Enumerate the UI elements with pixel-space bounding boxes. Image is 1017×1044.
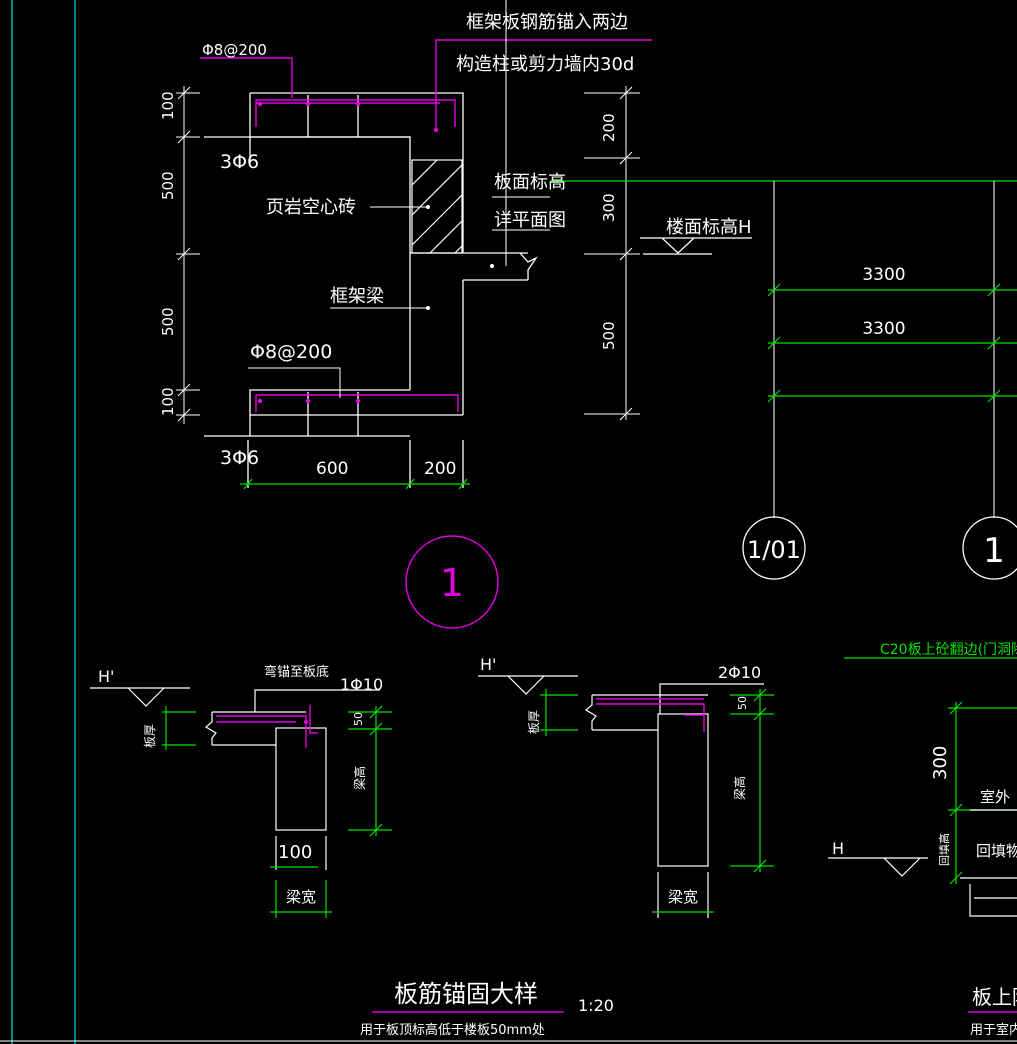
detail-2-title-block: 板筋锚固大样 1:20 用于板顶标高低于楼板50mm处 — [360, 980, 614, 1038]
dim-left-100-top: 100 — [159, 91, 177, 120]
detail-2-scale: 1:20 — [578, 996, 614, 1015]
dim-50-a: 50 — [352, 712, 365, 726]
backfill-height: 回填高 — [937, 833, 951, 866]
dim-left-500-bottom: 500 — [159, 307, 177, 336]
beam-height-a: 梁高 — [352, 766, 367, 790]
bars-label-top: 3Φ6 — [220, 151, 259, 173]
detail-1-section: 框架板钢筋锚入两边 构造柱或剪力墙内30d Φ8@200 3Φ6 页岩空心砖 板… — [159, 0, 1017, 629]
outdoor-label: 室外 — [980, 788, 1010, 806]
dim-bottom-600: 600 — [316, 459, 348, 479]
rebar-label-a: 1Φ10 — [340, 675, 383, 694]
beam-label: 框架梁 — [330, 286, 384, 307]
slab-thickness-a: 板厚 — [143, 724, 157, 748]
beam-width-b: 梁宽 — [668, 888, 698, 906]
rebar-label-bottom: Φ8@200 — [250, 341, 332, 363]
slab-elevation-label: 板面标高 — [494, 172, 566, 193]
rebar-label-top: Φ8@200 — [202, 41, 267, 59]
dim-50-b: 50 — [736, 696, 749, 710]
rebar-dots — [257, 101, 439, 404]
dim-chain-left — [176, 86, 200, 424]
grid-dim-1: 3300 — [862, 265, 905, 285]
dim-right-300: 300 — [600, 193, 618, 222]
dim-left-100-bottom: 100 — [159, 387, 177, 416]
backfill-label: 回填物 — [976, 842, 1017, 860]
brick-label: 页岩空心砖 — [266, 197, 356, 218]
detail-2b: H' 板厚 2Φ10 50 梁高 梁宽 — [478, 655, 774, 918]
detail-3-subtitle: 用于室内 — [970, 1022, 1017, 1038]
grid-axis-area: 3300 3300 1/01 1 — [742, 181, 1017, 580]
width-100: 100 — [278, 842, 312, 863]
dim-300: 300 — [930, 746, 951, 780]
beam-height-b: 梁高 — [732, 776, 747, 800]
leader-lines — [248, 0, 550, 398]
elev-label-b: H' — [480, 655, 496, 674]
drawing-frame — [11, 0, 76, 1044]
rebar-note-line2: 构造柱或剪力墙内30d — [456, 54, 634, 75]
upturn-note: C20板上砼翻边(门洞除外) — [880, 642, 1017, 658]
axis-label-a: 1/01 — [747, 536, 801, 564]
dim-chain-bottom — [240, 478, 470, 490]
slab-thickness-b: 板厚 — [527, 710, 541, 734]
elev-label-h: H — [832, 839, 844, 858]
floor-elevation-label: 楼面标高H — [666, 217, 752, 238]
rebar-note-line1: 框架板钢筋锚入两边 — [466, 12, 628, 33]
detail-2-subtitle: 用于板顶标高低于楼板50mm处 — [360, 1022, 545, 1038]
axis-bubble-a — [742, 516, 806, 580]
axis-label-b: 1 — [983, 531, 1005, 571]
slab-elevation-ref: 详平面图 — [494, 210, 566, 231]
rebar-lines — [200, 39, 652, 412]
dim-chain-right — [584, 86, 640, 421]
dim-right-500: 500 — [600, 321, 618, 350]
detail-3-title: 板上防 — [972, 985, 1017, 1009]
dim-left-500-top: 500 — [159, 171, 177, 200]
floor-elevation-symbol — [640, 237, 752, 255]
elev-label-a: H' — [98, 667, 114, 686]
dim-right-200: 200 — [600, 113, 618, 142]
rebar-label-b: 2Φ10 — [718, 663, 761, 682]
beam-width-a: 梁宽 — [286, 888, 316, 906]
bend-note: 弯锚至板底 — [264, 664, 329, 680]
detail-marker-number: 1 — [440, 561, 464, 605]
detail-marker-circle — [405, 535, 499, 629]
detail-3: C20板上砼翻边(门洞除外) 300 室外 回填高 回填物 H 板上防 用于室内 — [828, 642, 1017, 1038]
detail-2a: H' 板厚 弯锚至板底 1Φ10 50 梁高 100 梁宽 — [90, 664, 392, 918]
grid-dim-2: 3300 — [862, 319, 905, 339]
dim-bottom-200: 200 — [424, 459, 456, 479]
axis-bubble-b — [962, 516, 1017, 580]
bars-label-bottom: 3Φ6 — [220, 447, 259, 469]
detail-2-title: 板筋锚固大样 — [394, 980, 538, 1008]
